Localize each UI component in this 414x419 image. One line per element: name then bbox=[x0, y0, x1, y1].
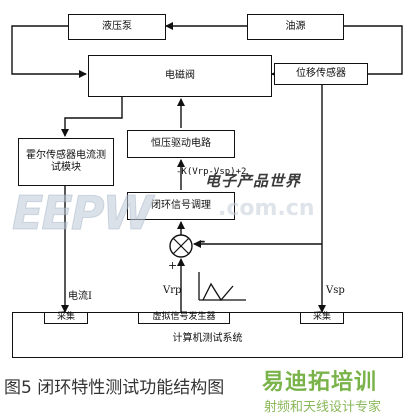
displacement-sensor-label: 位移传感器 bbox=[296, 67, 346, 79]
brand-subtitle: 射频和天线设计专家 bbox=[264, 400, 382, 415]
oil-source-label: 油源 bbox=[285, 20, 306, 32]
constant-voltage-driver-block: 恒压驱动电路 bbox=[127, 130, 235, 158]
solenoid-valve-label: 电磁阀 bbox=[165, 69, 195, 81]
arrow-pump-to-valve bbox=[11, 25, 87, 78]
ramp-waveform-icon bbox=[198, 272, 246, 302]
eepw-watermark-logo: EEPW bbox=[11, 186, 153, 241]
control-formula-label: -K(Vrp-Vsp)+2 bbox=[176, 167, 247, 177]
plus-sign: + bbox=[168, 259, 178, 272]
oil-source-block: 油源 bbox=[247, 14, 344, 40]
current-label: 电流I bbox=[68, 291, 92, 302]
virtual-signal-generator-block: 虚拟信号发生器 bbox=[138, 312, 230, 324]
acquire-left-block: 采集 bbox=[44, 312, 88, 324]
brand-name: 易迪拓培训 bbox=[262, 370, 378, 395]
acquire-right-label: 采集 bbox=[312, 312, 331, 323]
constant-voltage-driver-label: 恒压驱动电路 bbox=[151, 137, 211, 149]
minus-sign: - bbox=[200, 234, 206, 249]
figure-caption: 图5 闭环特性测试功能结构图 bbox=[4, 378, 225, 398]
acquire-left-label: 采集 bbox=[56, 312, 75, 323]
eepw-watermark-tagline: 电子产品世界 bbox=[205, 172, 302, 190]
hydraulic-pump-block: 液压泵 bbox=[68, 14, 166, 40]
eepw-watermark-domain: .com.cn bbox=[218, 196, 315, 221]
virtual-signal-generator-label: 虚拟信号发生器 bbox=[152, 312, 216, 323]
vrp-label: Vrp bbox=[163, 285, 182, 296]
hall-sensor-module-block: 霍尔传感器电流测试模块 bbox=[18, 138, 114, 186]
summing-junction bbox=[169, 234, 193, 258]
computer-test-system-label: 计算机测试系统 bbox=[172, 332, 243, 344]
closed-loop-conditioner-block: 闭环信号调理 bbox=[127, 192, 235, 220]
acquire-right-block: 采集 bbox=[300, 312, 344, 324]
solenoid-valve-block: 电磁阀 bbox=[88, 55, 272, 97]
hall-sensor-module-label: 霍尔传感器电流测试模块 bbox=[26, 149, 106, 174]
vsp-label: Vsp bbox=[326, 285, 345, 296]
closed-loop-conditioner-label: 闭环信号调理 bbox=[151, 199, 211, 211]
displacement-sensor-block: 位移传感器 bbox=[274, 63, 368, 85]
arrow-valve-to-hall bbox=[61, 96, 123, 137]
hydraulic-pump-label: 液压泵 bbox=[102, 20, 132, 32]
